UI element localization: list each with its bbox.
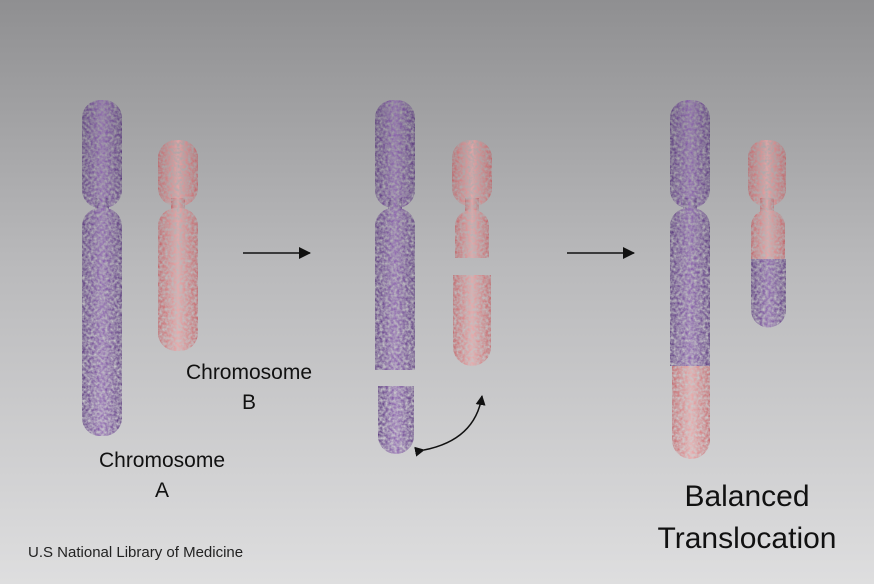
chromosome-b [158,140,198,351]
label-line: Balanced [684,480,810,513]
chromosome-b-broken [452,140,492,366]
credit-text: U.S National Library of Medicine [28,544,244,561]
translocated-chromosome-a [670,100,710,459]
label-line: Chromosome [98,449,226,472]
label-line: B [241,391,256,415]
label-line: A [154,479,169,503]
balanced-translocation-label: Balanced Translocation [622,476,872,560]
chromosome-a-broken [375,100,415,454]
chromosome-a [82,100,122,436]
chromosome-a-label: Chromosome A [72,448,252,505]
translocated-chromosome-b [748,140,786,328]
label-line: Translocation [657,522,837,555]
label-line: Chromosome [185,361,313,384]
swap-arrow-icon [414,395,486,457]
chromosome-b-label: Chromosome B [159,360,339,417]
